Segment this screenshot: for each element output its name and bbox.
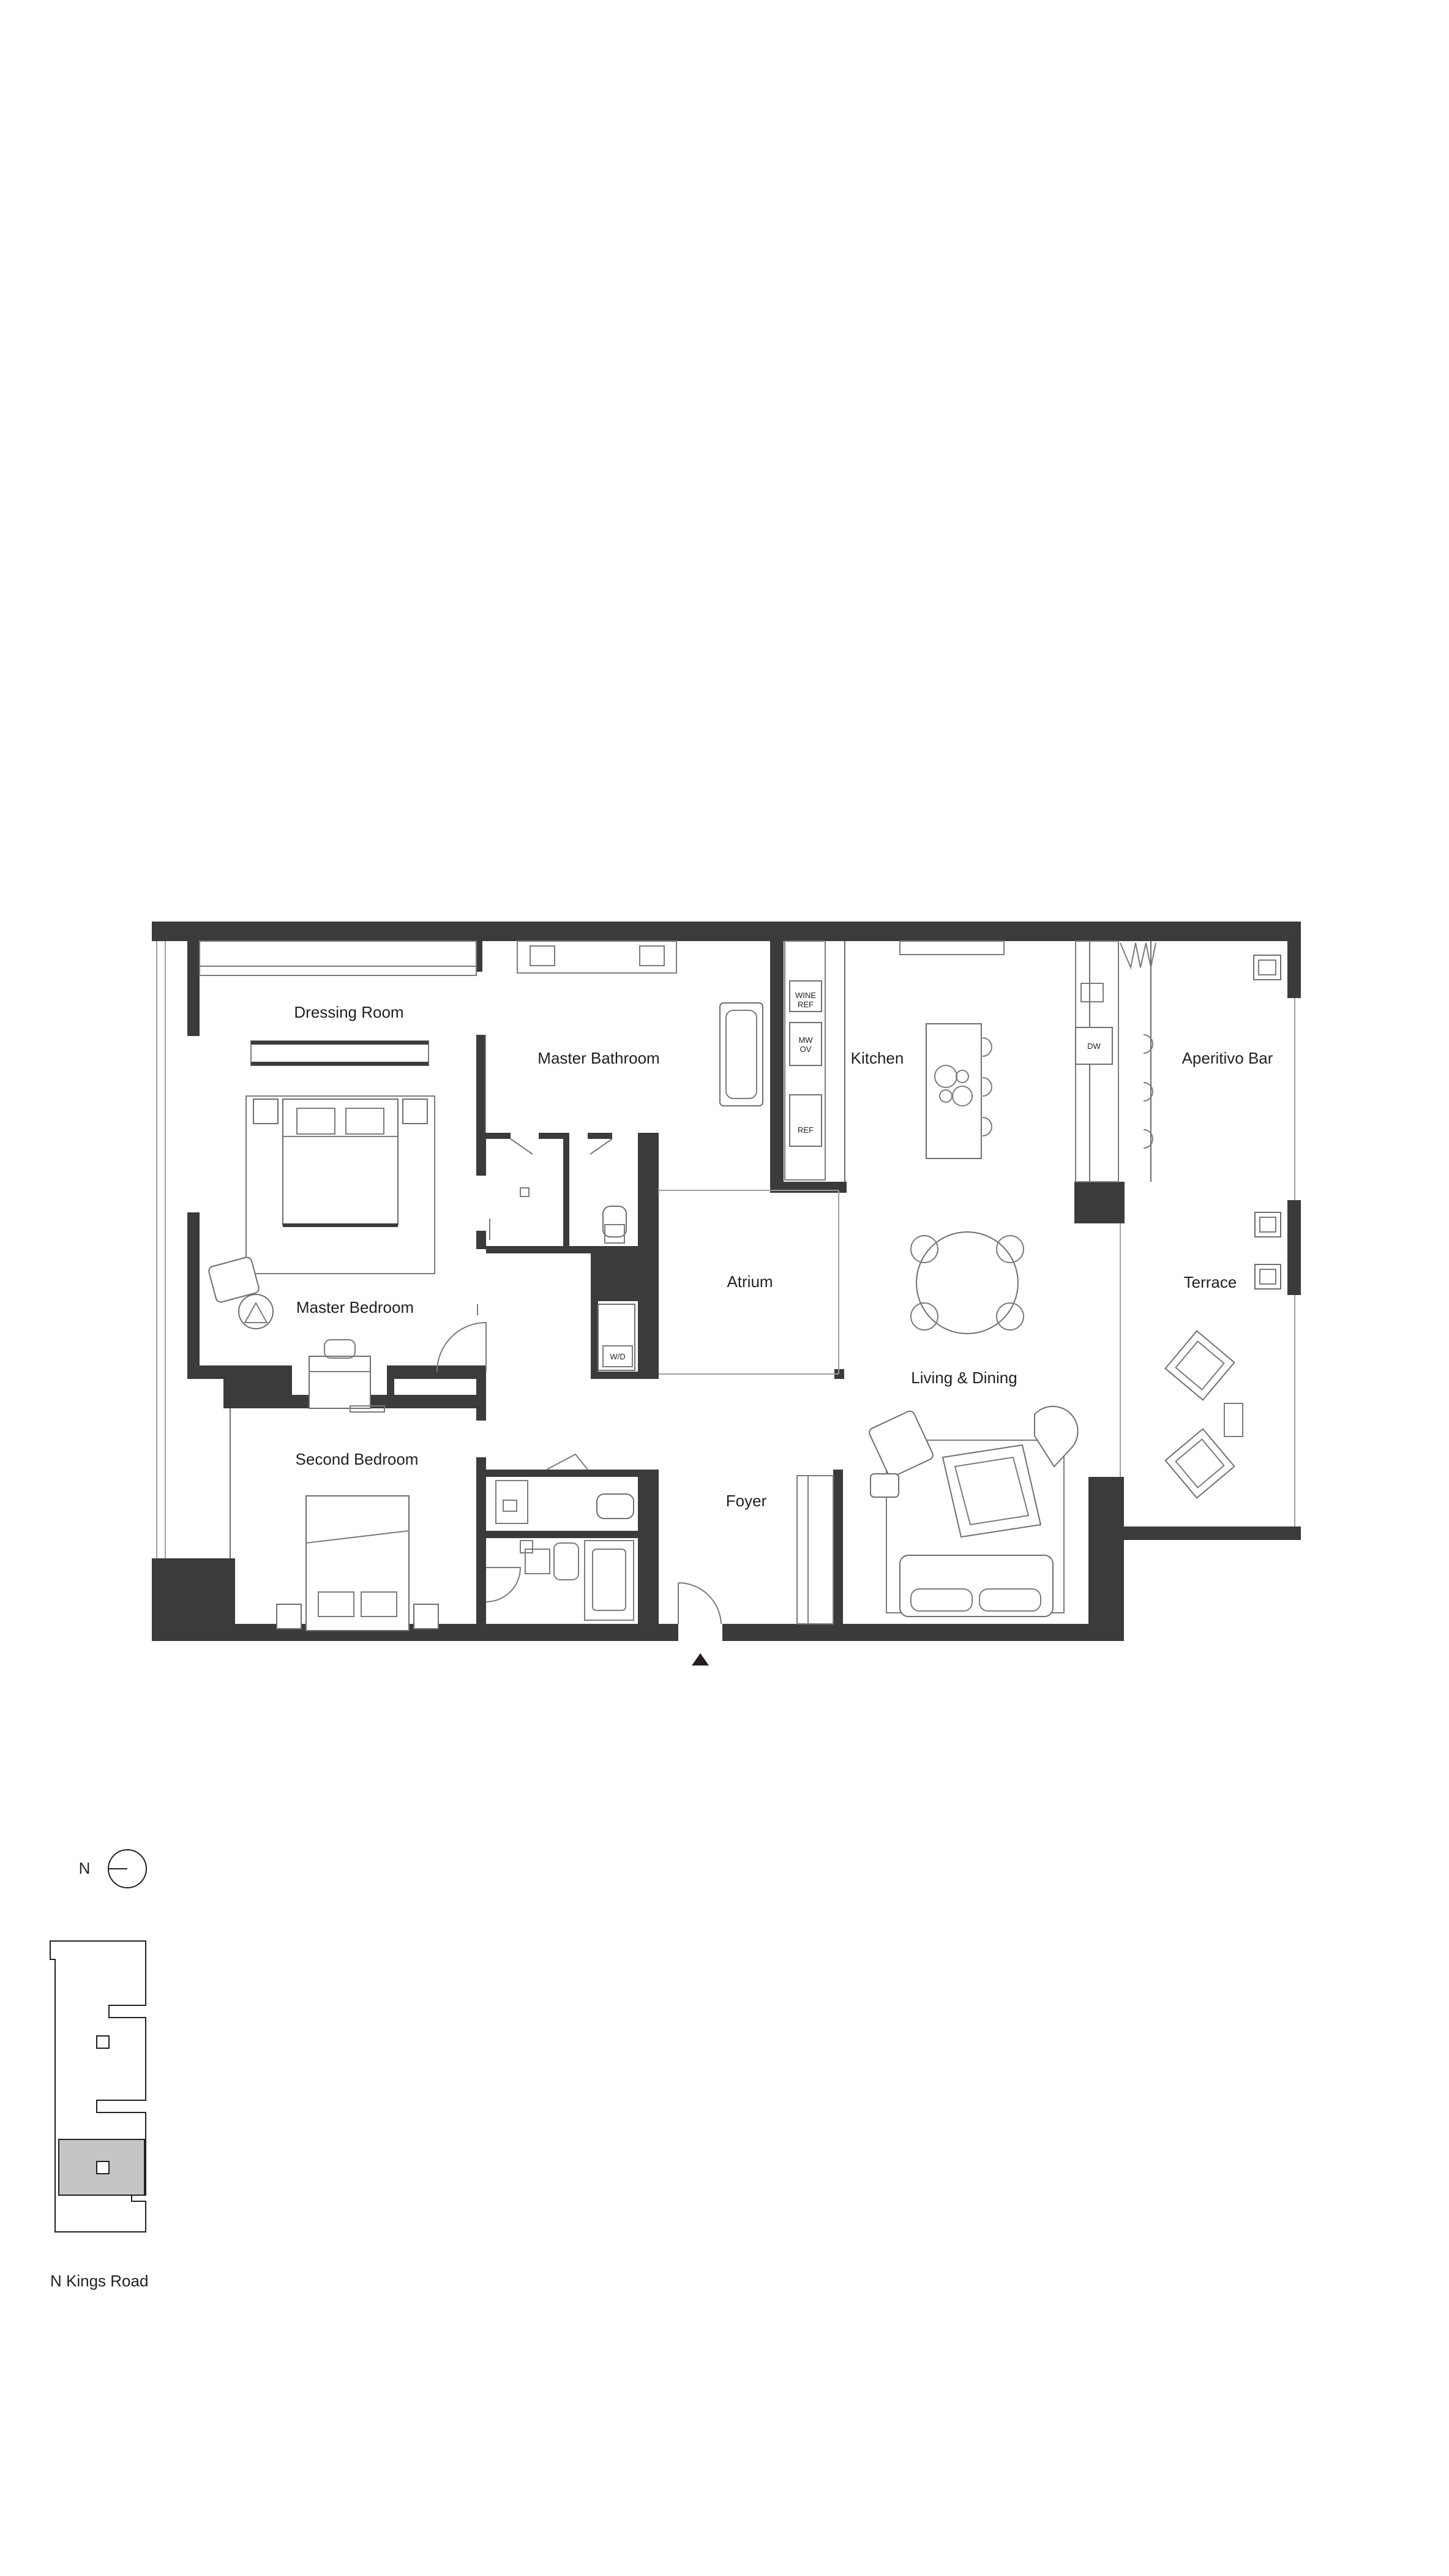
label-aperitivo-bar: Aperitivo Bar: [1182, 1049, 1273, 1067]
north-compass: N: [79, 1849, 147, 1888]
label-wine-ref-line2: REF: [798, 1000, 814, 1009]
label-master-bathroom: Master Bathroom: [537, 1049, 659, 1067]
label-living-dining: Living & Dining: [911, 1369, 1017, 1387]
room-labels: Dressing Room Master Bathroom Kitchen Ap…: [294, 1003, 1273, 1510]
label-foyer: Foyer: [726, 1492, 767, 1510]
label-wd: W/D: [610, 1352, 625, 1361]
label-atrium: Atrium: [727, 1272, 773, 1291]
laundry-closet: [597, 1304, 635, 1371]
label-second-bedroom: Second Bedroom: [296, 1450, 419, 1468]
label-dressing-room: Dressing Room: [294, 1003, 403, 1021]
walls: [152, 922, 1301, 1641]
terrace-furniture: [1164, 1212, 1281, 1499]
appliance-labels: WINE REF MW OV REF DW W/D: [610, 991, 1101, 1361]
key-plan: N Kings Road: [50, 1940, 148, 2290]
label-kitchen: Kitchen: [851, 1049, 904, 1067]
master-bedroom-chair: [208, 1256, 371, 1409]
label-ref: REF: [798, 1125, 814, 1135]
living-set: [869, 1405, 1079, 1617]
second-bathroom-fixtures: [495, 1480, 634, 1621]
label-mw-ov-line2: OV: [800, 1045, 812, 1054]
entry-arrow-icon: [692, 1653, 709, 1665]
street-label: N Kings Road: [50, 2272, 148, 2290]
aperitivo-bar-fixtures: [1075, 941, 1281, 1182]
master-bathroom-fixtures: [485, 941, 763, 1244]
compass-label: N: [79, 1859, 91, 1877]
label-dw: DW: [1087, 1042, 1101, 1051]
dressing-room-wardrobes: [199, 941, 477, 1066]
label-master-bedroom: Master Bedroom: [296, 1298, 414, 1316]
master-bed: [245, 1095, 435, 1274]
foyer-cabinet: [796, 1475, 834, 1624]
building-outline: [50, 1940, 146, 2232]
label-wine-ref-line1: WINE: [795, 991, 816, 1000]
glazing-lines: [156, 941, 1295, 1558]
doors: [436, 1304, 722, 1624]
dining-set: [910, 1231, 1024, 1334]
label-terrace: Terrace: [1184, 1273, 1237, 1291]
second-bed: [276, 1405, 439, 1631]
kitchen-fixtures: [784, 941, 1005, 1181]
label-mw-ov-line1: MW: [798, 1035, 813, 1045]
